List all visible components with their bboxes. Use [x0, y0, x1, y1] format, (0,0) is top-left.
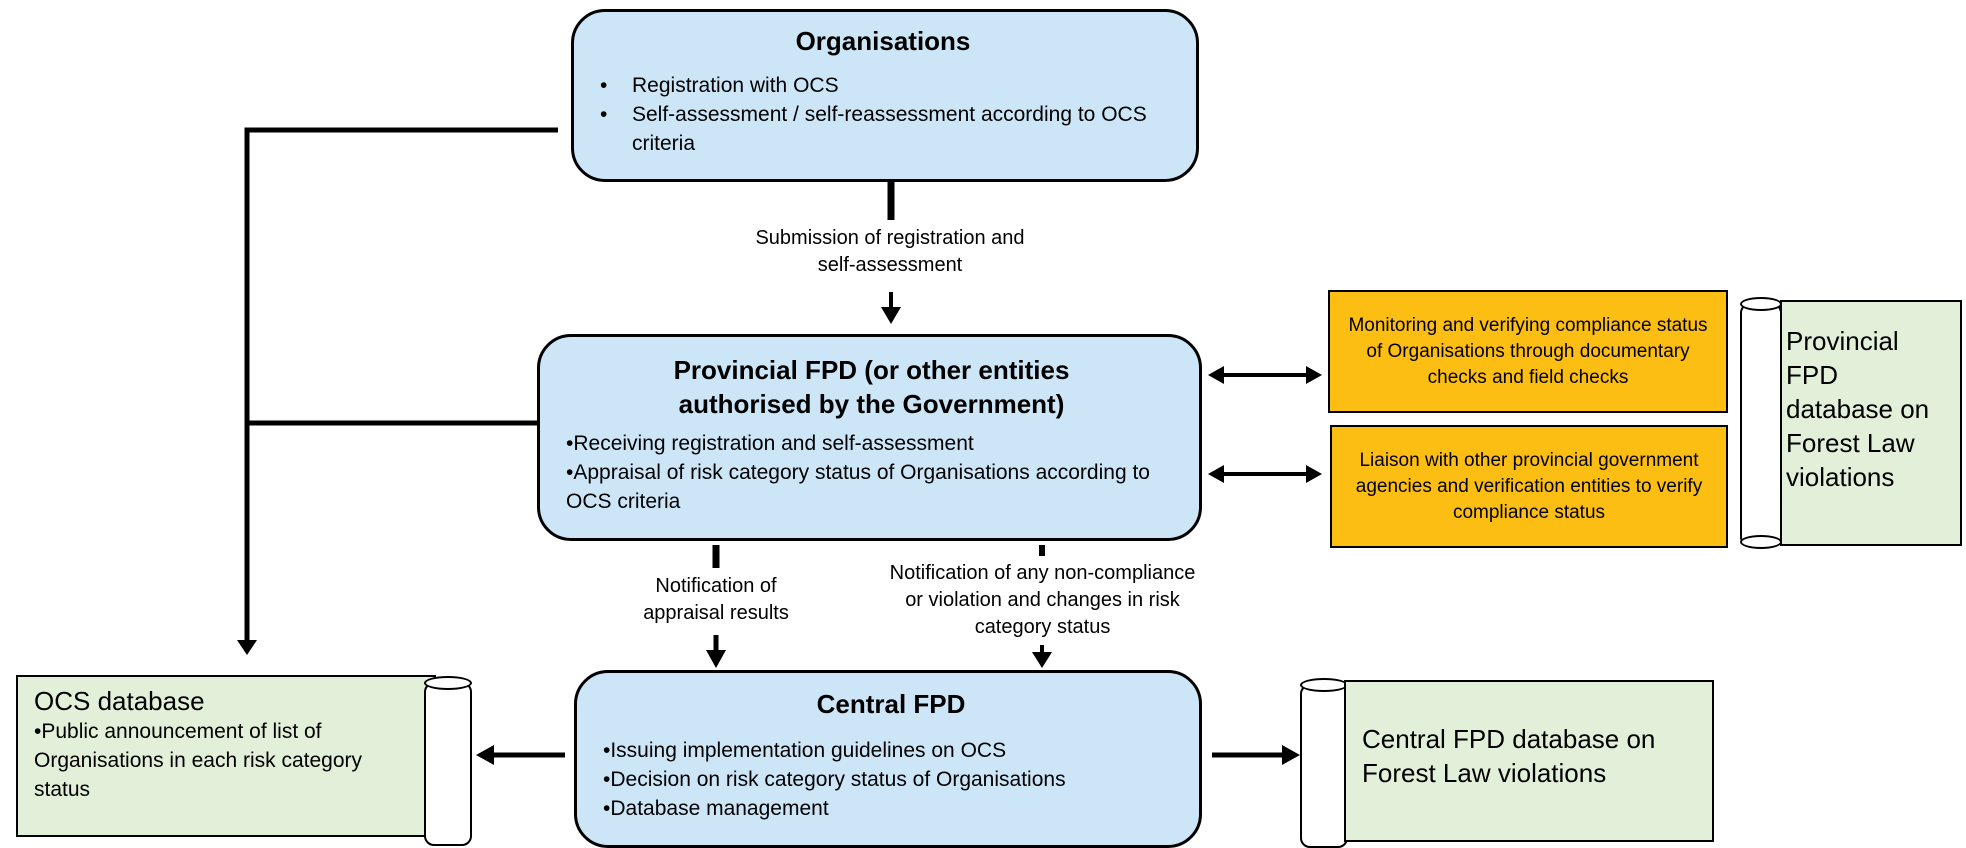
- list-item: •Registration with OCS: [600, 74, 839, 97]
- central-db-box: Central FPD database on Forest Law viola…: [1344, 680, 1714, 842]
- central-fpd-title: Central FPD: [816, 689, 966, 719]
- central-db-scroll: [1300, 678, 1348, 848]
- organisations-list: •Registration with OCS •Self-assessment …: [600, 71, 1166, 158]
- central-item: •Database management: [603, 797, 829, 820]
- monitoring-box: Monitoring and verifying compliance stat…: [1328, 290, 1728, 413]
- central-item: •Decision on risk category status of Org…: [603, 768, 1066, 791]
- provincial-item: •Appraisal of risk category status of Or…: [566, 461, 1150, 513]
- ocs-db-box: OCS database •Public announcement of lis…: [16, 675, 436, 837]
- ocs-db-text: •Public announcement of list of Organisa…: [34, 720, 362, 801]
- provincial-fpd-box: Provincial FPD (or other entities author…: [537, 334, 1202, 541]
- notify-noncompliance-label: Notification of any non-compliance or vi…: [885, 560, 1200, 641]
- liaison-box: Liaison with other provincial government…: [1330, 425, 1728, 548]
- submission-arrowhead: [881, 307, 901, 324]
- ocs-db-scroll: [424, 676, 472, 846]
- central-db-label: Central FPD database on Forest Law viola…: [1362, 724, 1656, 788]
- provincial-fpd-title: Provincial FPD (or other entities author…: [673, 355, 1070, 419]
- organisations-title: Organisations: [795, 26, 971, 56]
- notify-appraisal-label: Notification of appraisal results: [626, 573, 806, 627]
- central-item: •Issuing implementation guidelines on OC…: [603, 739, 1007, 762]
- provincial-db-scroll: [1740, 297, 1782, 550]
- feedback-line: [244, 127, 558, 645]
- provincial-db-label: Provincial FPD database on Forest Law vi…: [1786, 326, 1930, 492]
- provincial-db-box: Provincial FPD database on Forest Law vi…: [1780, 300, 1962, 546]
- list-item: •Self-assessment / self-reassessment acc…: [600, 103, 1147, 155]
- provincial-item: •Receiving registration and self-assessm…: [566, 432, 974, 455]
- organisations-box: Organisations •Registration with OCS •Se…: [571, 9, 1199, 182]
- submission-label: Submission of registration and self-asse…: [740, 225, 1040, 279]
- ocs-db-title: OCS database: [34, 686, 205, 716]
- feedback-arrowhead: [237, 640, 257, 655]
- central-fpd-box: Central FPD •Issuing implementation guid…: [574, 670, 1202, 848]
